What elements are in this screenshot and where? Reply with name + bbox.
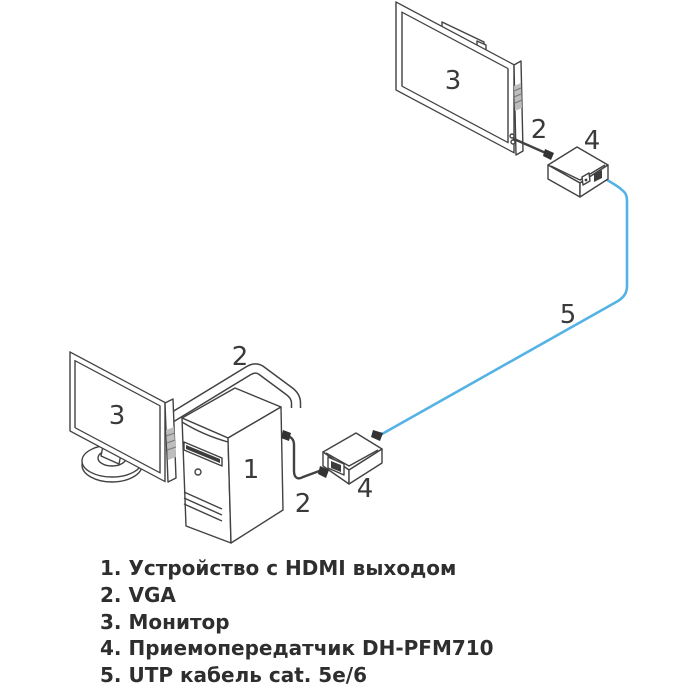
label-tower: 1 bbox=[243, 455, 260, 485]
top-monitor-vents bbox=[513, 83, 523, 111]
tower-vents bbox=[183, 491, 223, 522]
computer-tower bbox=[181, 387, 284, 544]
desktop-monitor-vents bbox=[165, 427, 177, 460]
top-monitor-port-2 bbox=[510, 139, 516, 145]
label-utp-cable: 5 bbox=[560, 300, 577, 330]
legend-item-5: 5. UTP кабель cat. 5e/6 bbox=[100, 663, 368, 688]
label-desktop-monitor: 3 bbox=[109, 401, 126, 431]
box-port-2 bbox=[594, 170, 602, 182]
label-transceiver-bottom: 4 bbox=[357, 474, 374, 504]
top-monitor-port-1 bbox=[509, 133, 515, 139]
tower-front-face bbox=[181, 417, 232, 544]
transceiver-top-box bbox=[547, 146, 609, 198]
legend-item-3: 3. Монитор bbox=[100, 609, 230, 634]
top-monitor bbox=[395, 1, 524, 156]
utp-cable bbox=[371, 171, 629, 441]
vga-cable-bottom bbox=[281, 430, 324, 480]
label-vga-bottom: 2 bbox=[295, 489, 312, 519]
tower-side-face bbox=[227, 406, 284, 544]
legend-item-2: 2. VGA bbox=[100, 582, 176, 607]
desktop-monitor-screen bbox=[74, 359, 161, 474]
vga-plug-top-box bbox=[543, 149, 554, 160]
label-top-monitor: 3 bbox=[445, 66, 462, 96]
label-transceiver-top: 4 bbox=[584, 126, 601, 156]
connection-diagram: 1 2 2 2 3 3 4 4 5 bbox=[69, 1, 629, 544]
desktop-monitor bbox=[69, 351, 177, 483]
vga-cable-top bbox=[512, 137, 554, 160]
transceiver-bottom-box bbox=[318, 432, 383, 485]
top-monitor-screen bbox=[401, 11, 509, 144]
legend-item-4: 4. Приемопередатчик DH-PFM710 bbox=[100, 636, 494, 661]
label-vga-top: 2 bbox=[531, 115, 548, 145]
legend-item-1: 1. Устройство с HDMI выходом bbox=[100, 556, 457, 580]
power-button bbox=[194, 468, 202, 476]
vga-plug-bottom-box bbox=[318, 466, 329, 478]
legend: 1. Устройство с HDMI выходом 2. VGA 3. М… bbox=[100, 555, 494, 689]
vga-ribbon-cable bbox=[163, 363, 302, 426]
vga-plug-tower bbox=[281, 430, 291, 441]
utp-plug-bottom bbox=[371, 430, 383, 441]
label-vga-ribbon: 2 bbox=[232, 342, 249, 372]
